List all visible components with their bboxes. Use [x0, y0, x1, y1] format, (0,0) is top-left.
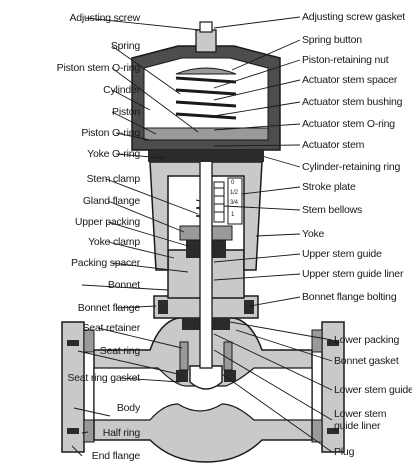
- seat-ring: [176, 370, 188, 382]
- label-seat-retainer: Seat retainer: [82, 322, 140, 334]
- valve-body: [61, 317, 345, 463]
- stroke-mark: 0: [231, 180, 235, 186]
- label-gland-flange: Gland flange: [82, 195, 140, 207]
- label-upper-stem-guide-liner: Upper stem guide liner: [302, 268, 404, 280]
- leader-lines: [71, 17, 201, 457]
- label-actuator-stem-bushing: Actuator stem bushing: [302, 96, 403, 108]
- plug: [189, 365, 223, 390]
- label-lower-stem-guide-liner: Lower stem guide liner: [334, 408, 387, 432]
- label-bonnet-flange-bolting: Bonnet flange bolting: [302, 291, 397, 303]
- stroke-mark: 3/4: [230, 200, 238, 206]
- label-lower-packing: Lower packing: [334, 334, 400, 346]
- spring: [175, 76, 237, 120]
- label-seat-ring-gasket: Seat ring gasket: [67, 372, 140, 384]
- label-stem-clamp: Stem clamp: [86, 173, 141, 185]
- stroke-mark: 1: [231, 212, 235, 218]
- piston: [143, 127, 269, 141]
- label-spring: Spring: [110, 40, 140, 52]
- label-stem-bellows: Stem bellows: [302, 204, 363, 216]
- label-piston-o-ring: Piston O-ring: [81, 127, 140, 139]
- label-piston-retaining-nut: Piston-retaining nut: [302, 54, 389, 66]
- label-plug: Plug: [334, 446, 355, 458]
- label-upper-stem-guide: Upper stem guide: [302, 248, 382, 260]
- label-cylinder-retaining-ring: Cylinder-retaining ring: [302, 161, 401, 173]
- label-adjusting-screw: Adjusting screw: [69, 12, 140, 24]
- label-end-flange: End flange: [91, 450, 140, 462]
- label-bonnet: Bonnet: [107, 279, 140, 291]
- label-yoke-clamp: Yoke clamp: [88, 236, 140, 248]
- leader-lines-right: [213, 16, 333, 453]
- label-actuator-stem-spacer: Actuator stem spacer: [302, 74, 398, 86]
- label-adjusting-screw-gasket: Adjusting screw gasket: [302, 11, 405, 23]
- label-spring-button: Spring button: [302, 34, 362, 46]
- label-actuator-stem: Actuator stem: [302, 139, 365, 151]
- label-piston: Piston: [112, 106, 140, 118]
- label-actuator-stem-o-ring: Actuator stem O-ring: [302, 118, 395, 130]
- actuator-cylinder: [131, 21, 281, 162]
- spring-button: [175, 67, 237, 75]
- label-bonnet-flange: Bonnet flange: [77, 302, 140, 314]
- left-half-ring: [83, 329, 95, 353]
- label-half-ring: Half ring: [102, 427, 141, 439]
- seat-retainer: [179, 341, 189, 371]
- label-bonnet-gasket: Bonnet gasket: [334, 355, 399, 367]
- label-cylinder: Cylinder: [103, 84, 140, 96]
- right-half-ring: [311, 329, 323, 353]
- yoke: [149, 161, 263, 271]
- adjusting-screw: [195, 29, 217, 53]
- stroke-mark: 1/2: [230, 190, 238, 196]
- label-stroke-plate: Stroke plate: [302, 181, 356, 193]
- label-seat-ring: Seat ring: [99, 345, 140, 357]
- label-yoke: Yoke: [302, 228, 325, 240]
- stem-bellows: [213, 181, 225, 223]
- label-piston-stem-o-ring: Piston stem O-ring: [56, 62, 141, 74]
- label-body: Body: [116, 402, 140, 414]
- stroke-plate: [227, 177, 243, 225]
- label-yoke-o-ring: Yoke O-ring: [87, 148, 140, 160]
- label-packing-spacer: Packing spacer: [71, 257, 140, 269]
- cylinder-retaining-ring: [148, 150, 264, 162]
- label-upper-packing: Upper packing: [74, 216, 140, 228]
- left-end-flange: [61, 321, 85, 453]
- label-lower-stem-guide: Lower stem guide: [334, 384, 412, 396]
- right-end-flange: [321, 321, 345, 453]
